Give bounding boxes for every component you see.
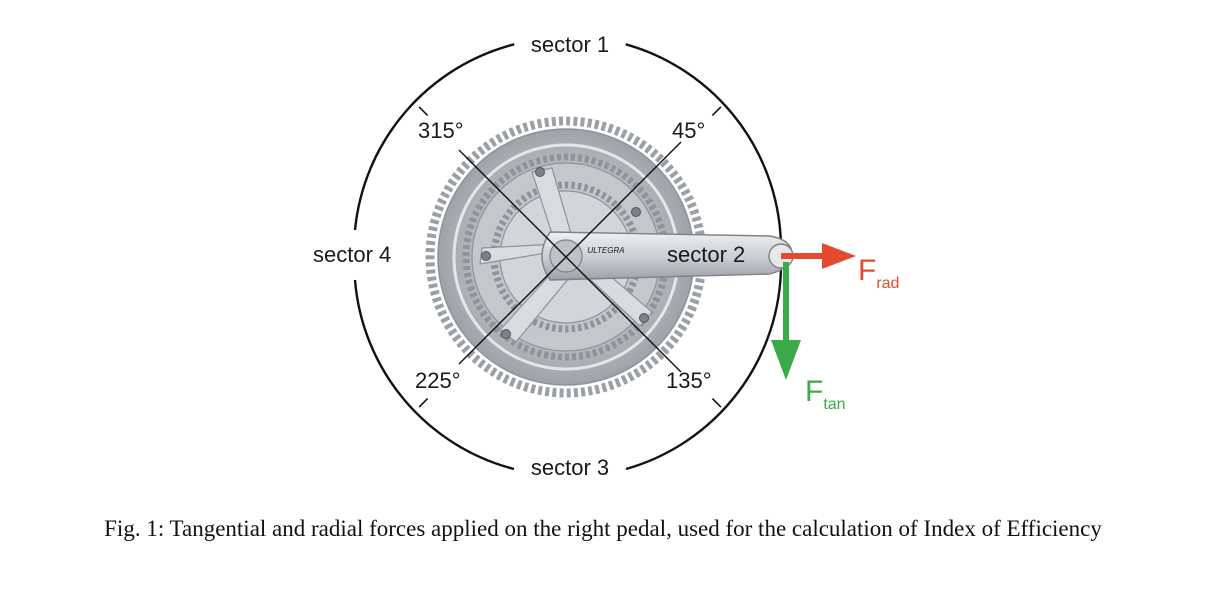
sector-circle xyxy=(353,43,783,471)
sector-ticks xyxy=(418,106,722,408)
angle-label-225: 225° xyxy=(415,368,461,393)
crank-brand-logo: ULTEGRA xyxy=(587,246,624,255)
sector-1-label: sector 1 xyxy=(531,32,609,57)
tangential-force-symbol: F xyxy=(805,375,823,408)
sector-2-label: sector 2 xyxy=(667,242,745,267)
radial-force-symbol: F xyxy=(858,254,876,287)
radial-force-label: Frad xyxy=(858,254,899,292)
sector-3-label: sector 3 xyxy=(531,455,609,480)
angle-label-135: 135° xyxy=(666,368,712,393)
chainring-bolts xyxy=(481,167,649,339)
angle-label-315: 315° xyxy=(418,118,464,143)
radial-force-arrow xyxy=(781,243,856,269)
angle-label-45: 45° xyxy=(672,118,705,143)
tangential-force-arrow xyxy=(771,262,801,380)
sector-diagonals xyxy=(458,141,682,373)
tangential-force-subscript: tan xyxy=(823,396,845,413)
crankset-diagram: ULTEGRA 45° 135° 225° 315° sector 1 sect… xyxy=(313,32,899,480)
tangential-force-label: Ftan xyxy=(805,375,846,413)
figure-caption: Fig. 1: Tangential and radial forces app… xyxy=(104,516,1102,541)
sector-4-label: sector 4 xyxy=(313,242,391,267)
radial-force-subscript: rad xyxy=(876,275,899,292)
